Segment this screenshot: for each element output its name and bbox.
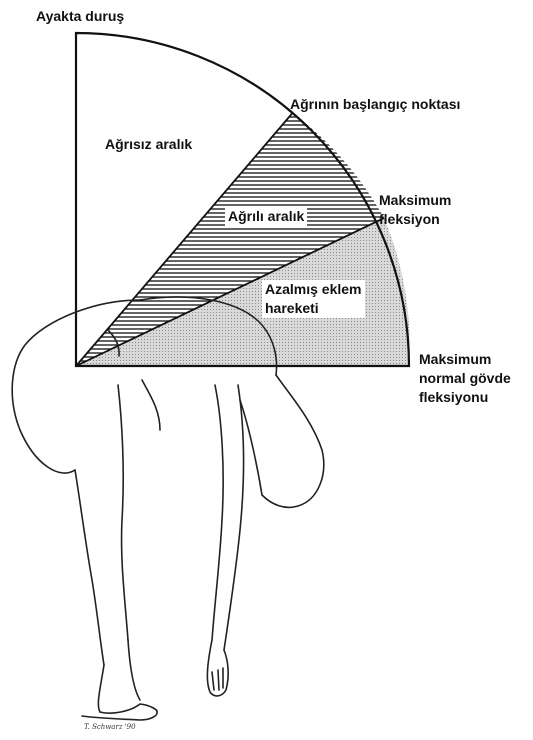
max-normal-line-1: Maksimum xyxy=(419,350,511,369)
pain-free-range-label: Ağrısız aralık xyxy=(105,135,192,154)
reduced-motion-line-1: Azalmış eklem xyxy=(265,280,362,299)
max-normal-line-2: normal gövde xyxy=(419,369,511,388)
max-flexion-label: Maksimum fleksiyon xyxy=(379,191,451,229)
painful-range-label: Ağrılı aralık xyxy=(225,207,307,226)
reduced-motion-label: Azalmış eklem hareketi xyxy=(262,280,365,318)
standing-label: Ayakta duruş xyxy=(36,7,124,26)
max-flexion-line-2: fleksiyon xyxy=(379,210,451,229)
max-flexion-line-1: Maksimum xyxy=(379,191,451,210)
max-normal-line-3: fleksiyonu xyxy=(419,388,511,407)
pain-onset-label: Ağrının başlangıç noktası xyxy=(290,95,460,114)
artist-signature: T. Schwarz '90 xyxy=(84,723,136,731)
reduced-motion-line-2: hareketi xyxy=(265,299,362,318)
max-normal-trunk-flexion-label: Maksimum normal gövde fleksiyonu xyxy=(419,350,511,407)
